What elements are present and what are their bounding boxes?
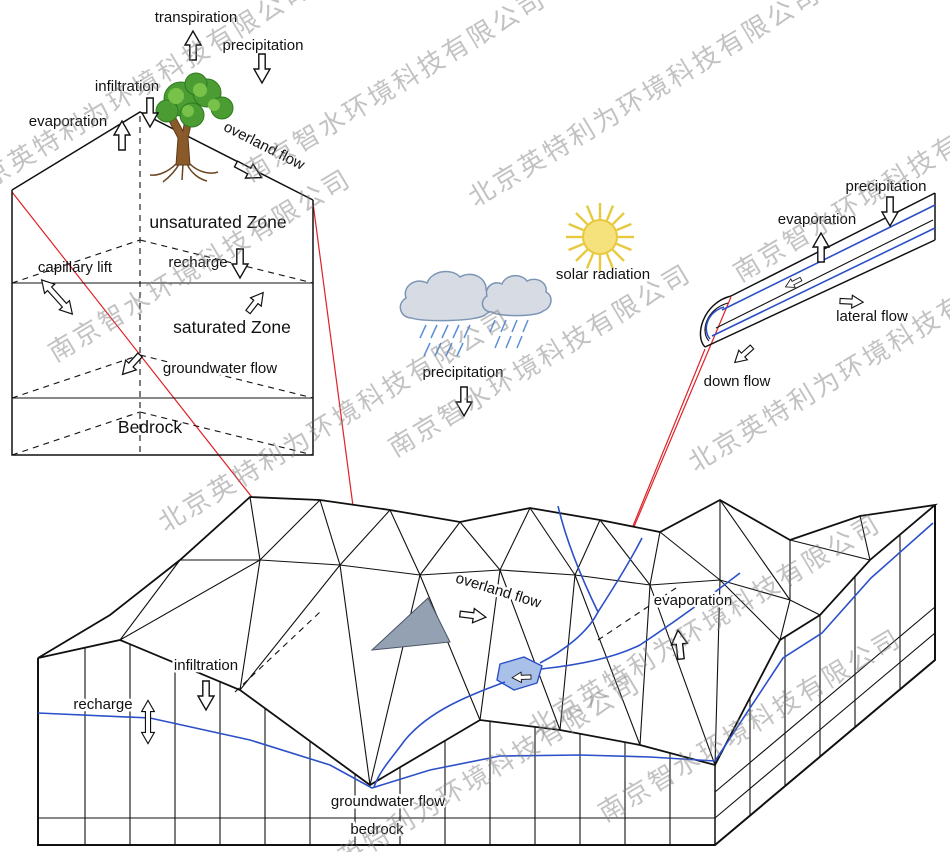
- tree-roots: [149, 163, 219, 183]
- tree-icon: [149, 72, 234, 183]
- recharge-label: recharge: [168, 254, 227, 271]
- precipitation-arrow-icon: [253, 53, 271, 84]
- block-outline: [37, 505, 936, 846]
- rain-cloud-icon: [399, 270, 552, 357]
- overland-flow-arrow-icon: [231, 156, 267, 186]
- hidden-edges: [11, 116, 314, 456]
- transpiration-label: transpiration: [155, 9, 238, 26]
- rain-streaks: [419, 319, 529, 357]
- capillary-lift-label: capillary lift: [38, 259, 113, 276]
- groundwater-flow-label: groundwater flow: [163, 360, 277, 377]
- sky: solar radiation precipitation: [399, 203, 650, 417]
- terrain-infiltration-label: infiltration: [174, 657, 238, 674]
- sun-icon: [566, 203, 634, 271]
- front-face-grid: [38, 644, 715, 845]
- terrain-recharge-arrow-icon: [141, 699, 155, 745]
- sun-rays: [566, 203, 634, 271]
- recharge-arrow-icon: [231, 248, 249, 279]
- terrain-bedrock-label: bedrock: [350, 821, 404, 838]
- evaporation-label: evaporation: [29, 113, 107, 130]
- bedrock-label: Bedrock: [118, 417, 182, 437]
- down-flow-label: down flow: [704, 373, 771, 390]
- terrain-block: overland flow evaporation infiltration r…: [37, 496, 938, 846]
- channel-water-lines: [705, 204, 936, 340]
- terrain-groundwater-flow-label: groundwater flow: [331, 793, 445, 810]
- soil-column-detail: transpiration precipitation infiltration…: [11, 9, 314, 456]
- channel-detail: precipitation evaporation lateral flow d…: [699, 176, 936, 393]
- channel-flow-arrow-icon: [782, 274, 804, 292]
- transpiration-arrow-icon: [184, 30, 202, 61]
- tree-foliage: [155, 72, 234, 128]
- unsaturated-zone-label: unsaturated Zone: [149, 212, 286, 232]
- down-flow-arrow-icon: [729, 341, 757, 368]
- lateral-flow-arrow-icon: [839, 294, 865, 310]
- groundwater-flow-arrow-icon: [116, 349, 146, 380]
- terrain-infiltration-arrow-icon: [197, 680, 215, 711]
- right-face-grid: [714, 535, 936, 819]
- capillary-lift-arrow-icon: [35, 274, 79, 320]
- solar-radiation-label: solar radiation: [556, 266, 650, 283]
- infiltration-label: infiltration: [95, 78, 159, 95]
- infiltration-arrow-icon: [141, 97, 159, 128]
- sky-precipitation-arrow-icon: [455, 386, 473, 417]
- channel-evaporation-label: evaporation: [778, 211, 856, 228]
- overland-flow-label: overland flow: [221, 118, 308, 173]
- sky-precipitation-label: precipitation: [423, 364, 504, 381]
- terrain-evaporation-label: evaporation: [654, 592, 732, 609]
- channel-precipitation-label: precipitation: [846, 178, 927, 195]
- capillary-rise-arrow-icon: [242, 287, 270, 317]
- tree-foliage-highlights: [168, 83, 220, 117]
- tin-mesh: [37, 496, 938, 787]
- terrain-recharge-label: recharge: [73, 696, 132, 713]
- precipitation-label: precipitation: [223, 37, 304, 54]
- highlighted-element: [370, 597, 451, 651]
- channel-precipitation-arrow-icon: [881, 196, 899, 227]
- lateral-flow-label: lateral flow: [836, 308, 908, 325]
- saturated-zone-label: saturated Zone: [173, 317, 291, 337]
- evaporation-arrow-icon: [113, 120, 131, 151]
